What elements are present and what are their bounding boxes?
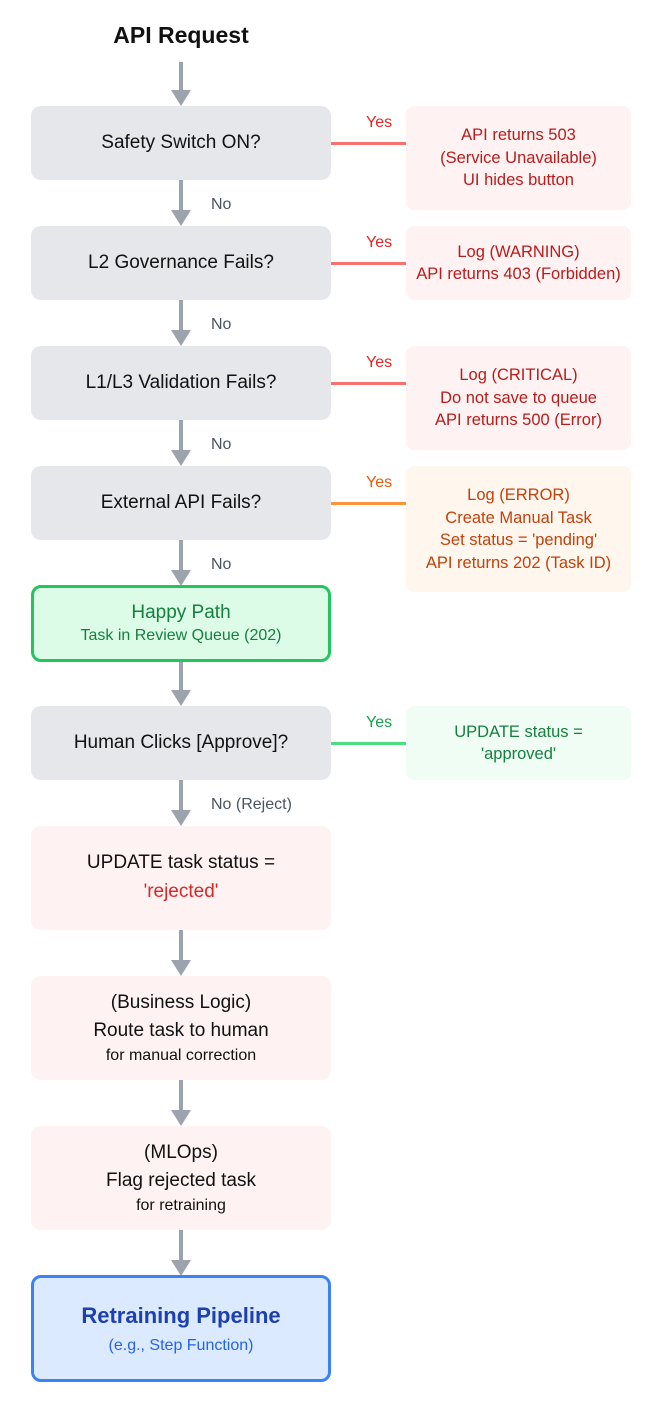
outcome-line: Log (CRITICAL) xyxy=(459,366,578,385)
no-label: No (Reject) xyxy=(211,796,292,813)
mlops-step: (MLOps) Flag rejected task for retrainin… xyxy=(31,1126,331,1230)
decision-label: L2 Governance Fails? xyxy=(88,252,274,273)
decision-label: L1/L3 Validation Fails? xyxy=(85,372,277,393)
start-title: API Request xyxy=(113,22,249,48)
outcome-line: Set status = 'pending' xyxy=(439,531,598,549)
yes-label: Yes xyxy=(366,474,393,491)
connector-line xyxy=(179,930,183,962)
decision-label: Safety Switch ON? xyxy=(101,132,261,153)
decision-label: Human Clicks [Approve]? xyxy=(73,732,289,753)
outcome-line: (Service Unavailable) xyxy=(440,148,597,167)
outcome-line: API returns 403 (Forbidden) xyxy=(416,265,621,283)
outcome-403: Log (WARNING) API returns 403 (Forbidden… xyxy=(406,226,631,300)
connector-line xyxy=(179,662,183,692)
step-line: for retraining xyxy=(136,1197,226,1214)
yes-connector xyxy=(331,262,406,265)
connector-line xyxy=(179,180,183,212)
decision-human-approve: Human Clicks [Approve]? xyxy=(31,706,331,780)
connector-line xyxy=(179,1080,183,1112)
yes-connector xyxy=(331,502,406,505)
step-line: Route task to human xyxy=(93,1020,269,1041)
arrow-down-icon xyxy=(171,1110,191,1126)
yes-label: Yes xyxy=(366,354,393,371)
yes-label: Yes xyxy=(366,114,393,131)
outcome-line: UPDATE status = xyxy=(454,722,583,741)
no-label: No xyxy=(211,556,232,573)
rejected-value: 'rejected' xyxy=(143,881,219,902)
decision-safety-switch: Safety Switch ON? xyxy=(31,106,331,180)
happy-path-node: Happy Path Task in Review Queue (202) xyxy=(31,585,331,662)
outcome-line: 'approved' xyxy=(480,745,557,763)
outcome-approved: UPDATE status = 'approved' xyxy=(406,706,631,780)
arrow-down-icon xyxy=(171,90,191,106)
step-line: (Business Logic) xyxy=(110,992,252,1013)
no-label: No xyxy=(211,316,232,333)
outcome-500: Log (CRITICAL) Do not save to queue API … xyxy=(406,346,631,450)
outcome-503: API returns 503 (Service Unavailable) UI… xyxy=(406,106,631,210)
connector-line xyxy=(179,1230,183,1262)
yes-connector xyxy=(331,142,406,145)
outcome-line: UI hides button xyxy=(463,171,574,190)
no-label: No xyxy=(211,196,232,213)
yes-connector xyxy=(331,742,406,745)
decision-l2-governance: L2 Governance Fails? xyxy=(31,226,331,300)
decision-external-api: External API Fails? xyxy=(31,466,331,540)
step-line: UPDATE task status = xyxy=(86,852,276,873)
happy-path-title: Happy Path xyxy=(131,601,231,623)
yes-connector xyxy=(331,382,406,385)
outcome-line: Create Manual Task xyxy=(445,508,592,527)
connector-line xyxy=(179,540,183,572)
step-line: (MLOps) xyxy=(144,1142,218,1163)
outcome-line: Log (WARNING) xyxy=(457,242,580,261)
outcome-line: API returns 500 (Error) xyxy=(435,411,602,430)
retraining-pipeline-node: Retraining Pipeline (e.g., Step Function… xyxy=(31,1275,331,1382)
arrow-down-icon xyxy=(171,960,191,976)
yes-label: Yes xyxy=(366,714,393,731)
arrow-down-icon xyxy=(171,210,191,226)
decision-label: External API Fails? xyxy=(100,492,262,513)
connector-line xyxy=(179,300,183,332)
arrow-down-icon xyxy=(171,450,191,466)
happy-path-subtitle: Task in Review Queue (202) xyxy=(80,626,282,644)
step-line: for manual correction xyxy=(105,1047,257,1064)
outcome-line: Log (ERROR) xyxy=(467,486,570,504)
pipeline-title: Retraining Pipeline xyxy=(81,1302,281,1328)
arrow-down-icon xyxy=(171,690,191,706)
arrow-down-icon xyxy=(171,810,191,826)
yes-label: Yes xyxy=(366,234,393,251)
outcome-line: API returns 202 (Task ID) xyxy=(425,553,612,572)
connector-line xyxy=(179,780,183,812)
pipeline-subtitle: (e.g., Step Function) xyxy=(108,1336,254,1354)
decision-l1-l3-validation: L1/L3 Validation Fails? xyxy=(31,346,331,420)
arrow-down-icon xyxy=(171,330,191,346)
step-line: Flag rejected task xyxy=(106,1170,256,1191)
outcome-manual-task: Log (ERROR) Create Manual Task Set statu… xyxy=(406,466,631,592)
arrow-down-icon xyxy=(171,570,191,586)
arrow-down-icon xyxy=(171,1260,191,1276)
business-logic-step: (Business Logic) Route task to human for… xyxy=(31,976,331,1080)
no-label: No xyxy=(211,436,232,453)
outcome-line: Do not save to queue xyxy=(440,388,597,407)
connector-line xyxy=(179,62,183,92)
reject-status-step: UPDATE task status = 'rejected' xyxy=(31,826,331,930)
connector-line xyxy=(179,420,183,452)
outcome-line: API returns 503 xyxy=(461,126,576,145)
